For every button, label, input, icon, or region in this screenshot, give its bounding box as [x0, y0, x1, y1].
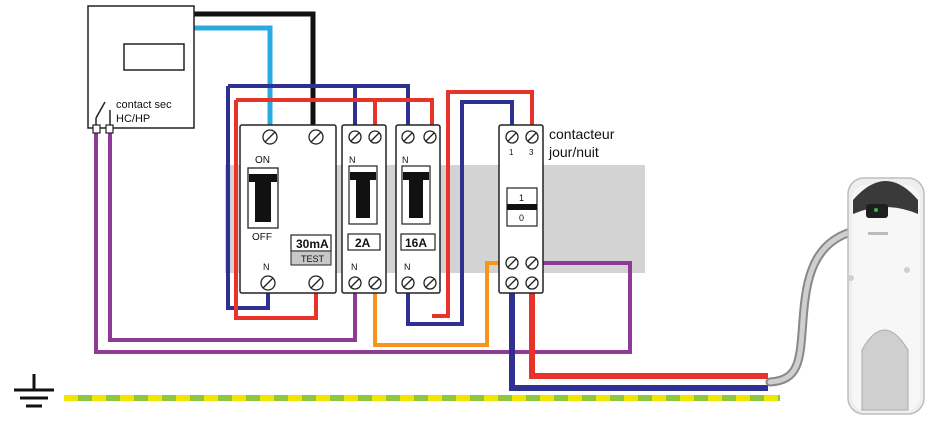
screw-terminal-icon [260, 129, 324, 291]
contactor-terminal-1: 1 [509, 148, 514, 157]
contactor-title-line2: jour/nuit [548, 144, 599, 160]
diff-rating: 30mA [296, 237, 329, 251]
b16a-neutral-bottom: N [404, 262, 411, 272]
wire-purple-b [94, 130, 632, 354]
hchp-label: HC/HP [116, 113, 150, 125]
wire-lightblue-meter [193, 25, 273, 130]
wire-orange [373, 261, 512, 347]
b16a-rating-box [400, 233, 436, 251]
wires [94, 11, 863, 391]
contact-switch-icon [95, 101, 106, 119]
wire-blue-top [228, 84, 410, 130]
diff-neutral-label: N [263, 262, 270, 272]
b2a-rating: 2A [355, 236, 371, 250]
wire-red-contactor [432, 90, 534, 318]
contactor-title-line1: contacteur [549, 126, 615, 142]
b2a-neutral-top: N [349, 155, 356, 165]
diff-on-label: ON [255, 155, 270, 166]
wire-black-meter [193, 11, 316, 130]
differential-breaker: ON OFF 30mA TEST N [239, 124, 337, 294]
wire-blue-output [509, 290, 768, 391]
b16a-rating: 16A [405, 236, 427, 250]
b2a-rating-box [347, 233, 381, 251]
meter-display [123, 43, 185, 71]
contactor-terminal-3: 3 [529, 148, 534, 157]
contactor-switch-off: 0 [519, 213, 524, 223]
breaker-2a: N 2A N [341, 124, 387, 294]
electric-meter: contact sec HC/HP [87, 5, 195, 134]
b16a-neutral-top: N [402, 155, 409, 165]
diff-off-label: OFF [252, 232, 272, 243]
contactor-switch-on: 1 [519, 193, 524, 203]
diff-test-button [290, 250, 332, 266]
wire-purple-a [108, 130, 357, 342]
diff-test-label: TEST [301, 254, 325, 264]
contactor-day-night: 1 3 1 0 contacteur jour/nuit [498, 124, 615, 294]
b2a-neutral-bottom: N [351, 262, 358, 272]
wire-red-output [529, 290, 768, 379]
diff-lever [255, 180, 271, 222]
water-heater-icon [847, 177, 925, 415]
wire-blue-contactor [406, 100, 514, 326]
ground-icon [14, 374, 54, 408]
breaker-16a: N 16A N [395, 124, 441, 294]
wire-red-top [236, 98, 434, 130]
heater-cable [765, 225, 863, 387]
contact-sec-label: contact sec [116, 99, 172, 111]
